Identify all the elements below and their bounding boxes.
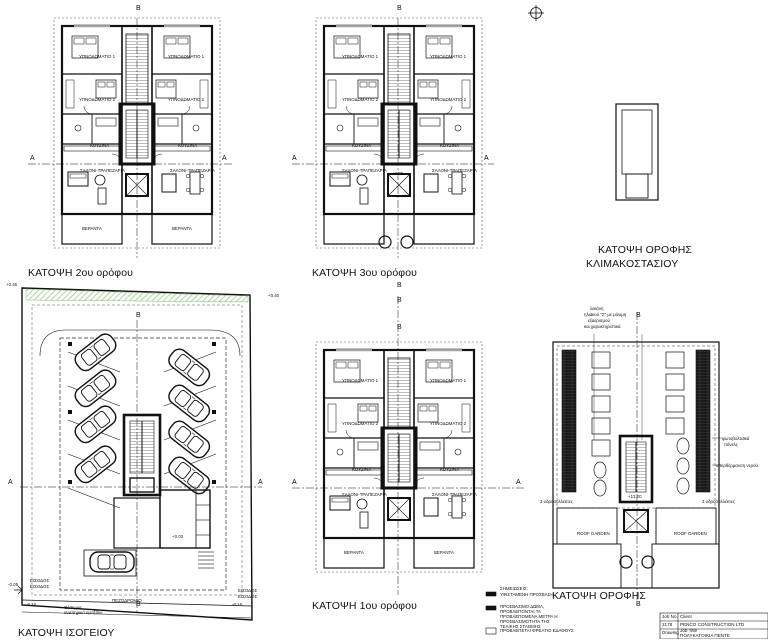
room-label: ΥΠΝΟΔΩΜΑΤΙΟ 2 <box>168 97 205 102</box>
roof-garden-label: ROOF GARDEN <box>674 531 707 536</box>
title-block: Job No. Client 2178 PENCO CONSTRUCTION L… <box>660 613 768 639</box>
room-label: ΥΠΝΟΔΩΜΑΤΙΟ 1 <box>79 54 116 59</box>
section-mark-b: B <box>397 282 402 289</box>
legend-item: ΥΦΙΣΤΑΜΕΝΗ ΠΡΟΣΒΑΣΗ <box>500 592 554 597</box>
drawing-label: Drawing <box>662 630 679 635</box>
room-label: ΚΟΥΖΙΝΑ <box>440 467 459 472</box>
section-mark-b: B <box>136 5 141 12</box>
parking-note: Θέση για αναπηρικό αμαξίδιο <box>64 605 103 615</box>
client-label: Client <box>680 614 692 619</box>
job-title-label: Job Title <box>680 628 698 633</box>
section-mark-a: A <box>292 479 297 486</box>
roof-garden-label: ROOF GARDEN <box>577 531 610 536</box>
title-stair-roof-2: ΚΛΙΜΑΚΟΣΤΑΣΙΟΥ <box>586 258 679 270</box>
room-label: ΣΑΛΟΝΙ-ΤΡΑΠΕΖΑΡΙΑ <box>80 168 125 173</box>
room-label: ΒΕΡΑΝΤΑ <box>344 550 364 555</box>
level-mark: +9.90 <box>392 171 404 176</box>
title-stair-roof-1: ΚΑΤΟΨΗ ΟΡΟΦΗΣ <box>598 244 692 256</box>
level-mark: +0.40 <box>268 293 280 298</box>
room-label: ΚΟΥΖΙΝΑ <box>440 143 459 148</box>
plan-3rd-floor <box>314 16 484 250</box>
room-label: ΚΟΥΖΙΝΑ <box>90 143 109 148</box>
level-mark: -0.05 <box>8 582 19 587</box>
room-label: ΒΕΡΑΝΤΑ <box>82 226 102 231</box>
room-label: ΥΠΝΟΔΩΜΑΤΙΟ 2 <box>79 97 116 102</box>
pavement-label: ΠΕΖΟΔΡΟΜΙΟ <box>112 598 142 603</box>
room-label: ΥΠΝΟΔΩΜΑΤΙΟ 2 <box>342 97 379 102</box>
room-label: ΥΠΝΟΔΩΜΑΤΙΟ 2 <box>430 421 467 426</box>
entrance-label: ΕΙΣΟΔΟΣ <box>30 578 50 583</box>
room-label: ΥΠΝΟΔΩΜΑΤΙΟ 1 <box>342 378 379 383</box>
room-label: ΥΠΝΟΔΩΜΑΤΙΟ 1 <box>168 54 205 59</box>
plan-ground-floor <box>14 287 253 621</box>
section-mark-a: A <box>222 155 227 162</box>
room-label: ΥΠΝΟΔΩΜΑΤΙΟ 2 <box>342 421 379 426</box>
level-mark: +0.03 <box>172 534 184 539</box>
roof-note: εξαερισμού <box>588 318 610 323</box>
client-name: PENCO CONSTRUCTION LTD <box>680 622 745 627</box>
water-heater-label: υπερθέρμανση νερού <box>716 463 758 468</box>
legend-symbols <box>485 591 497 635</box>
legend-item: ΠΡΟΒΛΕΠΕΤΑΙ ΦΡΕΑΤΙΟ ΕΔΑΦΟΥΣ <box>500 628 574 633</box>
section-mark-b: B <box>397 297 402 304</box>
level-mark: +13.20 <box>628 494 642 499</box>
entrance-label: ΕΙΣΟΔΟΣ <box>238 594 258 599</box>
room-label: ΒΕΡΑΝΤΑ <box>172 226 192 231</box>
job-title: ΠΟΛΥΚΑΤΟΙΚΙΑ ΠΕΝΤΕ ΔΙΑΜΕΡΙΣΜΑΤΩΝ <box>680 633 730 638</box>
room-label: ΣΑΛΟΝΙ-ΤΡΑΠΕΖΑΡΙΑ <box>342 168 387 173</box>
section-mark-a: A <box>8 479 13 486</box>
title-block-frame <box>659 612 768 639</box>
roof-note: ηλιακού "Σ" με μόνιμη <box>584 312 627 317</box>
job-no: 2178 <box>662 622 673 627</box>
title-roof: ΚΑΤΟΨΗ ΟΡΟΦΗΣ <box>552 590 646 602</box>
title-1st-floor: ΚΑΤΟΨΗ 1ου ορόφου <box>312 600 417 612</box>
room-label: ΚΟΥΖΙΝΑ <box>352 143 371 148</box>
section-mark-b: B <box>636 601 641 608</box>
north-arrow-icon <box>528 5 544 21</box>
title-2nd-floor: ΚΑΤΟΨΗ 2ου ορόφου <box>28 267 133 279</box>
job-no-label: Job No. <box>662 614 678 619</box>
room-label: ΚΟΥΖΙΝΑ <box>178 143 197 148</box>
room-label: ΣΑΛΟΝΙ-ΤΡΑΠΕΖΑΡΙΑ <box>342 492 387 497</box>
section-mark-b: B <box>136 312 141 319</box>
section-mark-a: A <box>258 479 263 486</box>
entrance-label: ΕΙΣΟΔΟΣ <box>238 588 258 593</box>
room-label: ΥΠΝΟΔΩΜΑΤΙΟ 2 <box>430 97 467 102</box>
section-mark-a: A <box>30 155 35 162</box>
room-label: ΣΑΛΟΝΙ-ΤΡΑΠΕΖΑΡΙΑ <box>170 168 215 173</box>
room-label: ΚΟΥΖΙΝΑ <box>352 467 371 472</box>
room-label: ΒΕΡΑΝΤΑ <box>434 550 454 555</box>
legend-title: ΣΗΜΕΙΩΣΕΙΣ: <box>500 586 528 591</box>
title-ground-floor: ΚΑΤΟΨΗ ΙΣΟΓΕΙΟΥ <box>18 627 115 639</box>
roof-note: λεκάνη <box>590 306 604 311</box>
plan-1st-floor <box>314 340 484 574</box>
room-label: ΣΑΛΟΝΙ-ΤΡΑΠΕΖΑΡΙΑ <box>432 492 477 497</box>
entrance-label: ΕΙΣΟΔΟΣ <box>30 584 50 589</box>
pv-label: φωτοβολταϊκά <box>722 436 750 441</box>
room-label: ΥΠΝΟΔΩΜΑΤΙΟ 1 <box>430 54 467 59</box>
room-label: ΥΠΝΟΔΩΜΑΤΙΟ 1 <box>342 54 379 59</box>
level-mark: -0.10 <box>26 602 37 607</box>
plan-roof <box>552 334 722 589</box>
room-label: ΥΠΝΟΔΩΜΑΤΙΟ 1 <box>430 378 467 383</box>
section-mark-b: B <box>136 601 141 608</box>
level-mark: +0.45 <box>6 282 18 287</box>
room-label: ΣΑΛΟΝΙ-ΤΡΑΠΕΖΑΡΙΑ <box>432 168 477 173</box>
tanks-label: 3 υδροσυλλέκτες <box>702 499 735 504</box>
legend-item: ΠΡΟΣΒΑΣΙΜΟ ΔΩΜΑ, ΠΡΟΒΛΕΠΟΝΤΑΙ ΤΑ ΠΡΟΒΛΕΠ… <box>500 604 558 629</box>
section-mark-b: B <box>397 324 402 331</box>
section-mark-a: A <box>484 155 489 162</box>
section-mark-a: A <box>516 479 521 486</box>
plan-stair-roof <box>615 103 659 201</box>
tanks-label: 3 υδροσυλλέκτες <box>540 499 573 504</box>
level-mark: -0.15 <box>232 602 243 607</box>
pv-label: πάνελς <box>724 442 738 447</box>
section-mark-a: A <box>292 155 297 162</box>
section-mark-b: B <box>397 5 402 12</box>
section-mark-b: B <box>636 312 641 319</box>
roof-note: και χαρακτηριστικά <box>584 324 621 329</box>
title-3rd-floor: ΚΑΤΟΨΗ 3ου ορόφου <box>312 267 417 279</box>
